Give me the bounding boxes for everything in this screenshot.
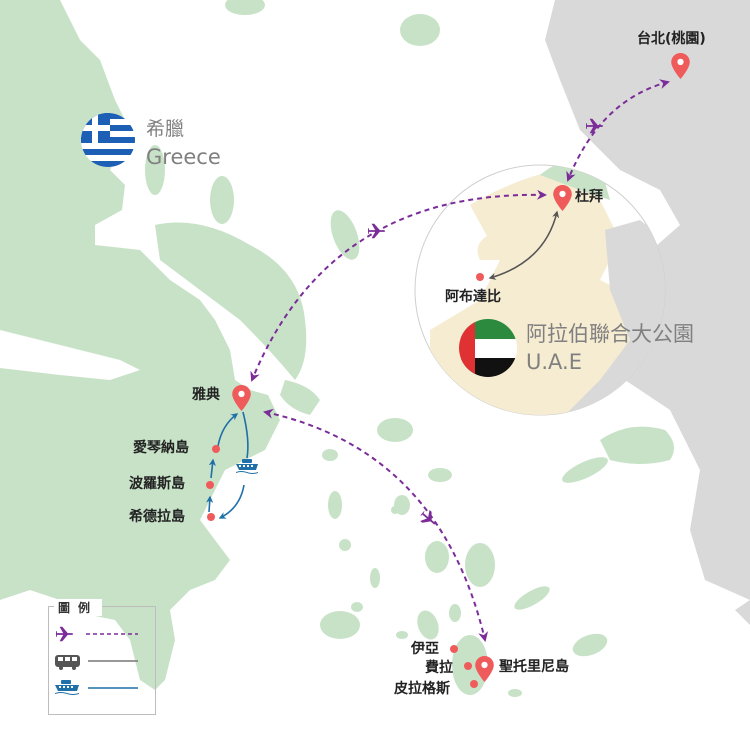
point-aegina [212,445,220,453]
label-dubai: 杜拜 [575,189,603,205]
greece-flag [81,113,135,167]
country-label-greece-en: Greece [146,145,221,169]
label-taipei: 台北(桃園) [637,31,706,47]
point-hydra [207,513,215,521]
label-aegina: 愛琴納島 [133,440,189,456]
flight-routes [250,79,670,642]
legend-box [48,606,156,715]
small-points [206,273,484,688]
label-pyrgos: 皮拉格斯 [394,681,450,697]
label-oia: 伊亞 [411,641,439,657]
label-hydra: 希德拉島 [129,509,185,525]
route-taipei-dubai [566,79,670,182]
label-athens: 雅典 [192,387,220,403]
label-abu-dhabi: 阿布達比 [445,289,501,305]
point-poros [206,481,214,489]
bus-route-dubai-abudhabi [488,210,560,280]
label-poros: 波羅斯島 [129,476,185,492]
legend-title: 圖例 [54,599,103,616]
country-label-uae-zh: 阿拉伯聯合大公園 [526,322,694,346]
country-label-greece-zh: 希臘 [146,118,185,140]
country-label-uae-en: U.A.E [526,350,582,374]
uae-flag [459,319,517,377]
label-santorini: 聖托里尼島 [499,659,569,675]
ferry-routes [206,411,249,519]
airplane-icon [417,507,440,530]
point-abu-dhabi [476,273,484,281]
legend-ferry-icon [55,680,79,695]
point-oia [450,645,458,653]
label-fira: 費拉 [425,660,453,676]
legend-bus-icon [55,655,80,670]
point-pyrgos [470,680,478,688]
route-athens-santorini [263,408,489,642]
ferry-icon [236,459,258,474]
route-dubai-athens [250,189,547,382]
point-fira [464,662,472,670]
